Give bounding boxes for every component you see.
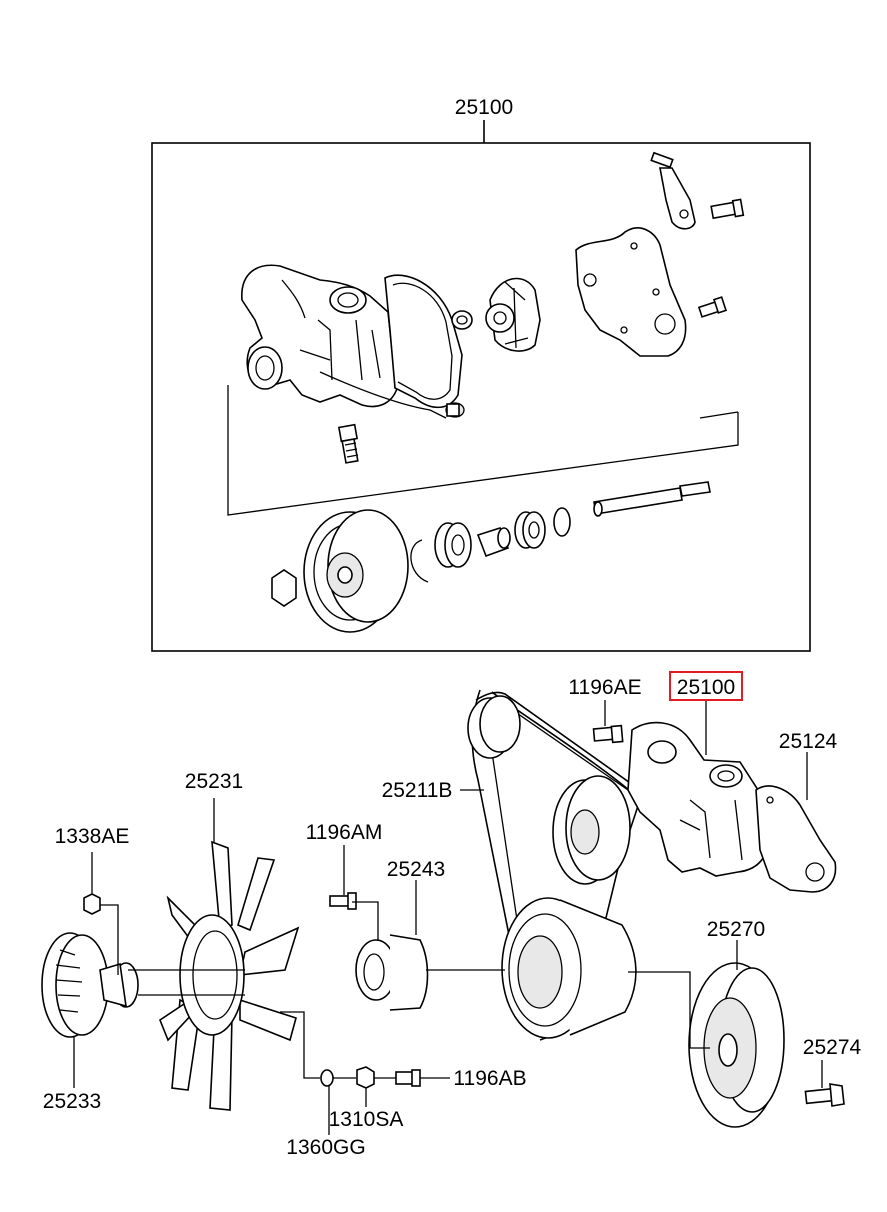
drain-bolt-top[interactable]	[337, 423, 359, 464]
bolt-mid-right[interactable]	[697, 296, 727, 318]
highlight-box-25100[interactable]	[669, 671, 743, 701]
label-25243: 25243	[387, 858, 445, 881]
washer-top[interactable]	[553, 507, 571, 537]
bracket-top[interactable]	[650, 151, 696, 230]
crankshaft-pulley[interactable]	[688, 962, 785, 1128]
label-1310sa: 1310SA	[329, 1108, 404, 1131]
bolt-upper-right[interactable]	[710, 198, 745, 220]
shaft-top[interactable]	[593, 481, 711, 517]
label-25233: 25233	[43, 1090, 101, 1113]
cover-plate-top[interactable]	[575, 227, 687, 357]
pump-housing-top[interactable]	[241, 264, 399, 408]
fan-clutch[interactable]	[41, 932, 139, 1038]
pump-housing-lower[interactable]	[627, 721, 771, 877]
gasket-lower[interactable]	[755, 785, 837, 893]
bolt-1196am[interactable]	[329, 892, 357, 910]
label-25100-highlight[interactable]: 25100	[677, 676, 735, 699]
pump-pulley-lower[interactable]	[552, 775, 631, 885]
pump-gasket-top[interactable]	[319, 274, 463, 419]
part-labels: 1196AE 25100 25124 25211B 25231 1338AE 1…	[43, 671, 862, 1159]
bolt-25274[interactable]	[804, 1083, 845, 1107]
label-1196am: 1196AM	[306, 821, 383, 844]
label-1338ae: 1338AE	[55, 825, 130, 848]
nut-1310sa[interactable]	[356, 1066, 375, 1089]
impeller-top[interactable]	[485, 277, 541, 352]
label-25270: 25270	[707, 918, 765, 941]
label-25274: 25274	[803, 1036, 862, 1059]
label-top-assembly: 25100	[455, 96, 513, 119]
label-1196ae: 1196AE	[568, 676, 641, 699]
idler-pulley-belt[interactable]	[467, 695, 521, 759]
spacer-top[interactable]	[476, 527, 511, 558]
pulley-top[interactable]	[303, 509, 409, 633]
label-25231: 25231	[185, 770, 243, 793]
fan-blades[interactable]	[159, 840, 300, 1111]
spacer-25243[interactable]	[355, 934, 429, 1011]
nut-top[interactable]	[271, 569, 297, 607]
assembly-frame	[151, 142, 811, 652]
assembly-detail-box: 25100	[151, 96, 811, 652]
washer-1360gg[interactable]	[320, 1069, 334, 1087]
bolt-1196ae[interactable]	[592, 724, 624, 744]
label-25124: 25124	[779, 730, 838, 753]
label-1360gg: 1360GG	[286, 1136, 365, 1159]
temp-sensor-top[interactable]	[445, 402, 465, 418]
bearing-1-top[interactable]	[434, 522, 472, 568]
label-1196ab: 1196AB	[453, 1067, 526, 1090]
fan-pulley-lower[interactable]	[501, 897, 637, 1039]
bolt-1196ab[interactable]	[395, 1069, 421, 1087]
bearing-2-top[interactable]	[514, 511, 546, 549]
nut-1338ae[interactable]	[83, 893, 101, 915]
leader-lines	[73, 700, 823, 1135]
snap-ring-top[interactable]	[410, 539, 429, 583]
label-25211b: 25211B	[382, 779, 453, 802]
bushing-top[interactable]	[451, 310, 473, 330]
